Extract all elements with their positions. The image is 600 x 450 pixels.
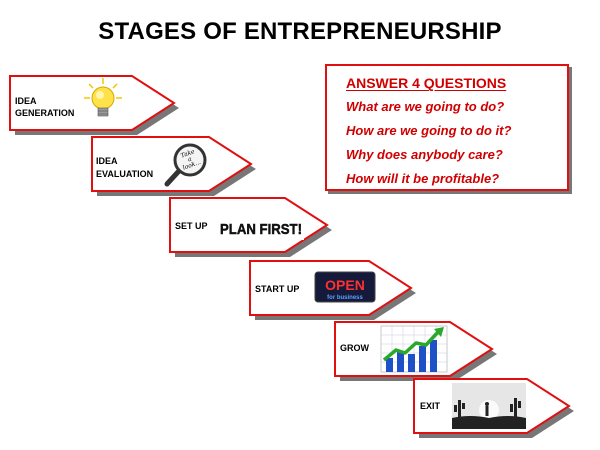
- stage-arrow: [9, 75, 176, 131]
- stage-start-up: START UP OPEN for business: [249, 260, 416, 320]
- stage-label-line: IDEA: [96, 156, 118, 166]
- desert-sunset-icon: [452, 383, 526, 429]
- magnifier-text: Take: [180, 148, 196, 160]
- light-bulb-icon: [84, 78, 122, 117]
- plan-first-text: PLAN FIRST!: [220, 221, 302, 238]
- stage-arrow: [91, 136, 253, 192]
- page-title: STAGES OF ENTREPRENEURSHIP: [98, 18, 502, 45]
- question-item: How are we going to do it?: [346, 123, 512, 138]
- question-item: Why does anybody care?: [346, 147, 503, 162]
- stage-label-line: START UP: [255, 284, 299, 294]
- open-sign-sub: for business: [327, 295, 363, 301]
- question-item: What are we going to do?: [346, 99, 505, 114]
- magnifying-glass-icon: Take a look...: [164, 143, 207, 187]
- stage-exit: EXIT: [413, 378, 574, 438]
- open-sign-main: OPEN: [325, 277, 365, 293]
- stage-label-line: GENERATION: [15, 108, 74, 118]
- stage-idea-evaluation: IDEA EVALUATION Take a look...: [91, 136, 256, 196]
- stage-label-line: IDEA: [15, 96, 37, 106]
- questions-heading: ANSWER 4 QUESTIONS: [346, 75, 507, 91]
- stage-label-line: EXIT: [420, 401, 441, 411]
- stage-idea-generation: IDEA GENERATION: [9, 75, 179, 135]
- stage-set-up: SET UP PLAN FIRST!: [169, 197, 332, 257]
- stage-label-line: SET UP: [175, 221, 208, 231]
- stage-grow: GROW: [334, 321, 497, 381]
- stage-label-line: GROW: [340, 343, 370, 353]
- magnifier-text: a: [187, 155, 193, 163]
- question-item: How will it be profitable?: [346, 171, 500, 186]
- open-sign-icon: OPEN for business: [314, 271, 376, 303]
- growth-chart-icon: [380, 325, 448, 373]
- questions-box: ANSWER 4 QUESTIONS What are we going to …: [325, 64, 569, 191]
- stage-label-line: EVALUATION: [96, 169, 153, 179]
- plan-first-sign: PLAN FIRST!: [218, 212, 304, 240]
